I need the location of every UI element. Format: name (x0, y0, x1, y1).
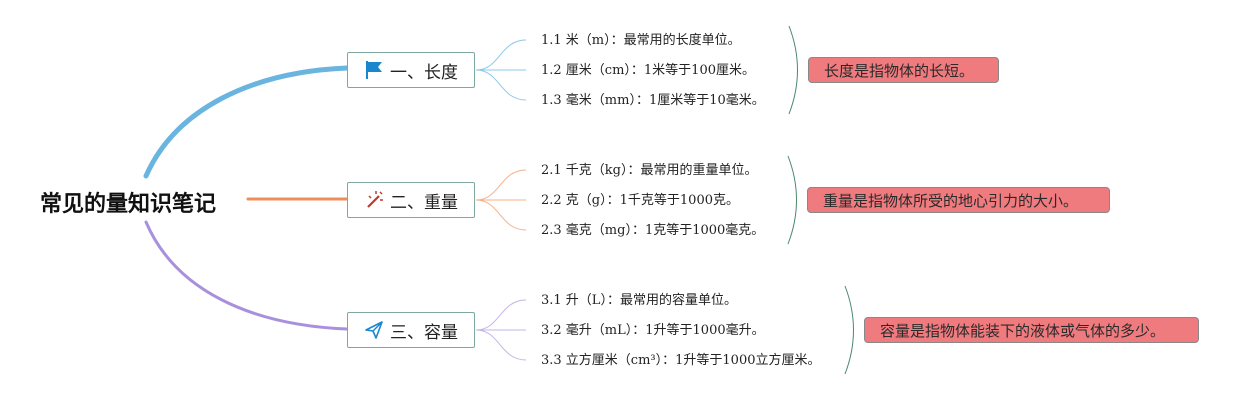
leaf-item-milligram[interactable]: 2.3 毫克（mg）：1克等于1000毫克。 (541, 223, 765, 238)
topic-weight[interactable]: 二、重量 (347, 182, 475, 218)
topic-length[interactable]: 一、长度 (347, 52, 475, 88)
topic-volume[interactable]: 三、容量 (347, 312, 475, 348)
summary-bracket-1 (788, 25, 798, 115)
leaf-line-3-3 (475, 329, 527, 361)
leaf-item-liter[interactable]: 3.1 升（L）：最常用的容量单位。 (541, 293, 737, 308)
root-topic[interactable]: 常见的量知识笔记 (40, 192, 217, 217)
leaf-line-2-1 (475, 169, 527, 201)
paper-plane-icon (364, 320, 384, 340)
branch-line-length (143, 65, 350, 179)
leaf-line-1-1 (475, 39, 527, 71)
leaf-line-1-3 (475, 69, 527, 101)
summary-length[interactable]: 长度是指物体的长短。 (808, 57, 999, 83)
summary-volume[interactable]: 容量是指物体能装下的液体或气体的多少。 (864, 317, 1199, 343)
summary-bracket-2 (787, 155, 797, 245)
leaf-line-2-3 (475, 199, 527, 231)
leaf-item-cubic-centimeter[interactable]: 3.3 立方厘米（cm³）：1升等于1000立方厘米。 (541, 353, 821, 368)
summary-bracket-3 (844, 285, 854, 375)
leaf-item-kilogram[interactable]: 2.1 千克（kg）：最常用的重量单位。 (541, 163, 758, 178)
topic-label: 二、重量 (390, 192, 458, 213)
leaf-item-centimeter[interactable]: 1.2 厘米（cm）：1米等于100厘米。 (541, 63, 755, 78)
magic-wand-icon (364, 190, 384, 210)
leaf-item-meter[interactable]: 1.1 米（m）：最常用的长度单位。 (541, 33, 741, 48)
topic-label: 一、长度 (390, 62, 458, 83)
leaf-item-gram[interactable]: 2.2 克（g）：1千克等于1000克。 (541, 193, 739, 208)
branch-line-volume (144, 220, 349, 331)
flag-icon (364, 60, 384, 80)
leaf-item-milliliter[interactable]: 3.2 毫升（mL）：1升等于1000毫升。 (541, 323, 765, 338)
leaf-item-millimeter[interactable]: 1.3 毫米（mm）：1厘米等于10毫米。 (541, 93, 765, 108)
leaf-line-3-1 (475, 299, 527, 331)
topic-label: 三、容量 (390, 322, 458, 343)
summary-weight[interactable]: 重量是指物体所受的地心引力的大小。 (807, 187, 1110, 213)
